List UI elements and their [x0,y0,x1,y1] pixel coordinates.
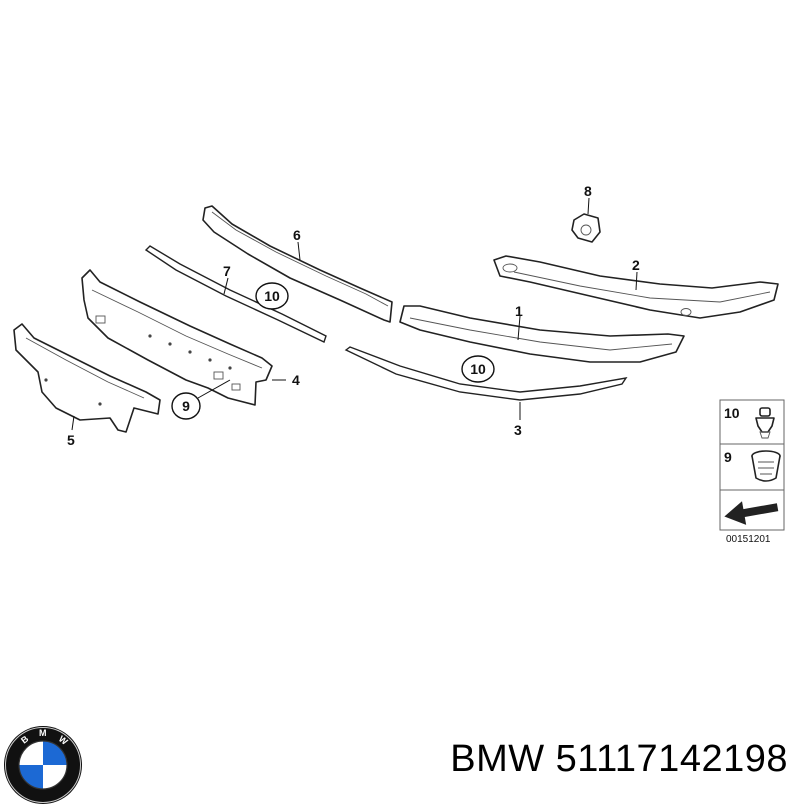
callout-7: 7 [223,263,231,279]
callout-4: 4 [292,372,300,388]
part-6-upper-trim [202,205,393,323]
callout-8: 8 [584,183,592,199]
callout-6: 6 [293,227,301,243]
legend-label-9: 9 [724,449,732,465]
leader-9 [197,379,231,399]
part-4-carrier [81,269,273,406]
part-3-strip [344,346,628,401]
bmw-logo: B M W [4,726,82,804]
legend-label-10: 10 [724,405,740,421]
leader-2 [635,271,638,291]
callout-10-circle-b: 10 [461,355,495,383]
svg-text:M: M [39,728,47,738]
callout-9-circle: 9 [171,392,201,420]
leader-7 [223,277,229,295]
part-number-text: BMW 51117142198 [450,738,788,780]
svg-text:B: B [19,733,31,745]
svg-text:10: 10 [264,288,280,304]
callout-5: 5 [67,432,75,448]
part-8-clip [571,213,601,243]
fastener-legend: 10 9 00151201 [719,399,785,545]
callout-1: 1 [515,303,523,319]
expansion-nut-icon [751,450,781,482]
diagram-code: 00151201 [726,534,771,545]
svg-text:10: 10 [470,361,486,377]
callout-3: 3 [514,422,522,438]
arrow-icon [724,501,779,525]
leader-1 [517,315,521,341]
push-rivet-icon [755,407,775,439]
svg-text:9: 9 [182,398,190,414]
leader-6 [297,241,301,261]
part-1-lower-trim [399,305,685,363]
leader-5 [71,415,75,431]
part-5-lower-bracket [13,323,161,433]
brand-row: B M W BMW 51117142198 [0,700,800,804]
part-7-strip [144,245,327,343]
callout-10-circle-a: 10 [255,282,289,310]
leader-8 [587,197,590,215]
callout-2: 2 [632,257,640,273]
